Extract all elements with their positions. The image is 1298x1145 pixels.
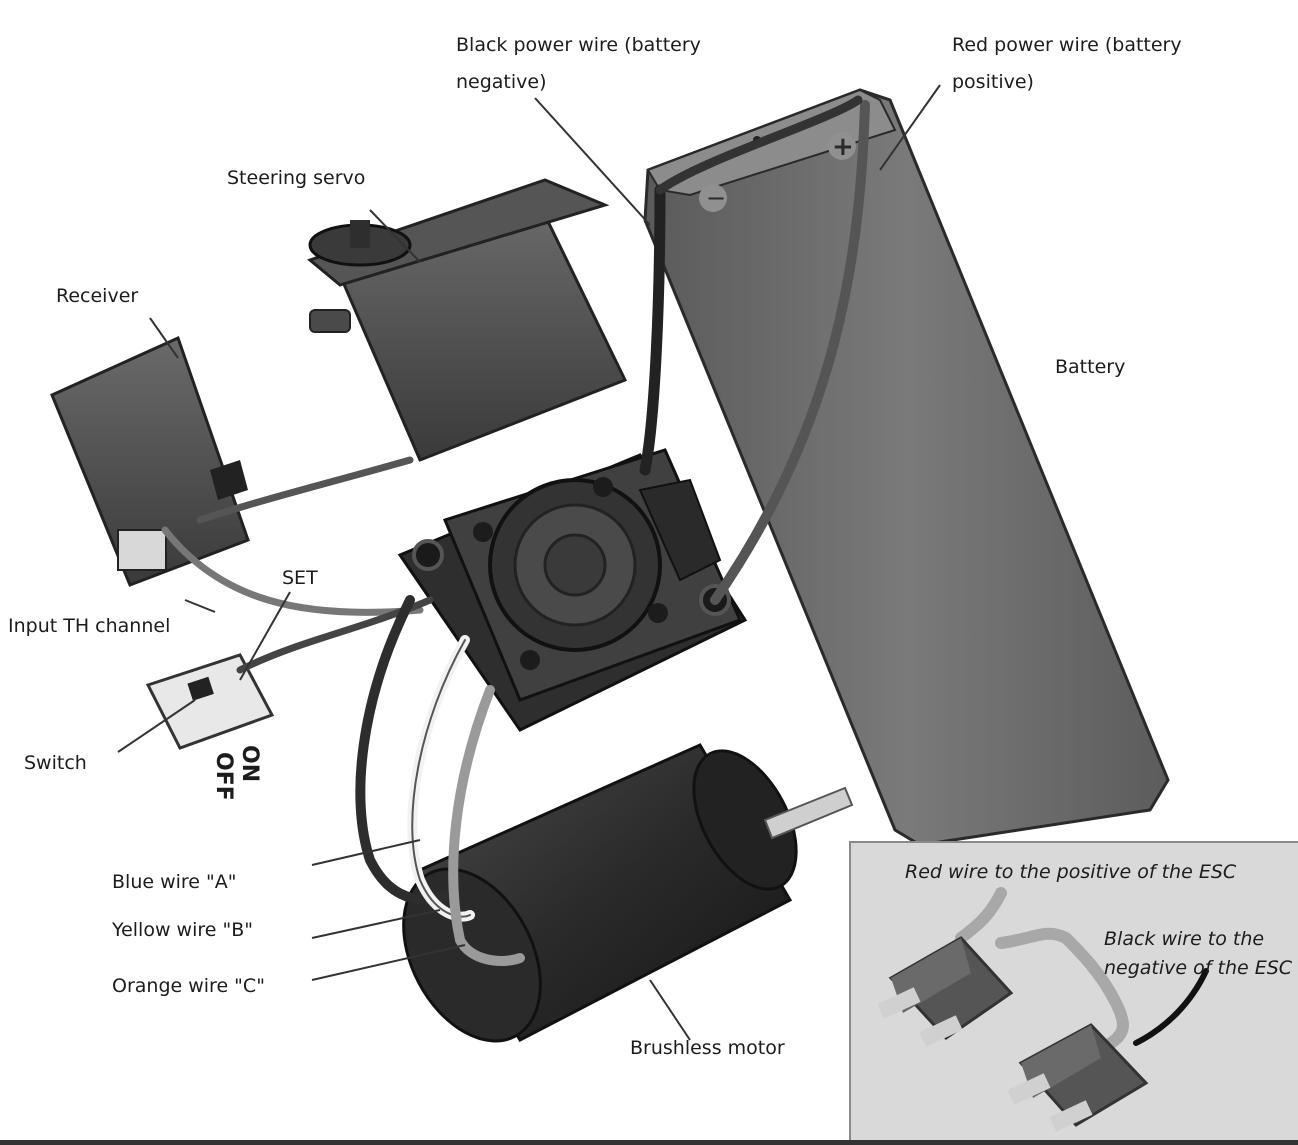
black-power-wire-label-line2: negative) bbox=[456, 71, 547, 93]
esc bbox=[397, 448, 748, 732]
t-plug-connector-1 bbox=[877, 936, 1014, 1047]
black-power-wire-label-line1: Black power wire (battery bbox=[456, 34, 701, 56]
switch-label: Switch bbox=[24, 752, 87, 774]
steering-servo bbox=[306, 178, 628, 462]
inset-black-wire-label-line1: Black wire to the bbox=[1104, 928, 1265, 950]
battery: − + bbox=[643, 88, 1170, 847]
steering-servo-label: Steering servo bbox=[227, 167, 366, 189]
battery-minus-mark: − bbox=[706, 184, 726, 212]
bottom-frame-line bbox=[0, 1140, 1298, 1145]
switch-off-label: OFF bbox=[211, 752, 236, 801]
red-power-wire-label-line1: Red power wire (battery bbox=[952, 34, 1182, 56]
receiver bbox=[50, 335, 250, 587]
inset-red-wire-label: Red wire to the positive of the ESC bbox=[905, 861, 1237, 883]
battery-plus-mark: + bbox=[832, 132, 854, 162]
blue-wire-label: Blue wire "A" bbox=[112, 871, 237, 893]
switch-on-label: ON bbox=[237, 745, 262, 783]
leader-lines bbox=[117, 84, 941, 1041]
yellow-wire-label: Yellow wire "B" bbox=[112, 919, 253, 941]
t-plug-connector-2 bbox=[1007, 1023, 1149, 1132]
set-label: SET bbox=[282, 567, 318, 589]
receiver-label: Receiver bbox=[56, 285, 139, 307]
input-th-channel-label: Input TH channel bbox=[8, 615, 171, 637]
battery-label: Battery bbox=[1055, 356, 1126, 378]
connector-inset: Red wire to the positive of the ESC Blac… bbox=[849, 841, 1298, 1145]
switch bbox=[145, 653, 275, 750]
connector-inset-art bbox=[877, 887, 1209, 1132]
brushless-motor-label: Brushless motor bbox=[630, 1037, 785, 1059]
wires bbox=[161, 95, 870, 966]
battery-negative-terminal-icon bbox=[699, 184, 727, 212]
red-power-wire-label-line2: positive) bbox=[952, 71, 1034, 93]
inset-black-wire-label-line2: negative of the ESC bbox=[1104, 957, 1293, 979]
orange-wire-label: Orange wire "C" bbox=[112, 975, 265, 997]
battery-positive-terminal-icon bbox=[828, 132, 856, 160]
